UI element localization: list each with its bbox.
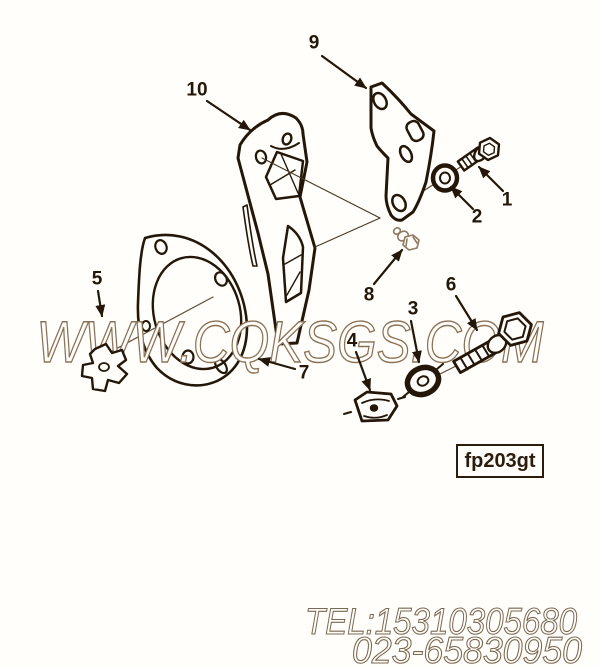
callout-8: 8	[363, 284, 375, 306]
callout-6: 6	[445, 274, 457, 296]
tel-line-2: 023-65830950	[352, 630, 582, 667]
callout-9: 9	[308, 32, 320, 54]
leader-line-lower	[314, 217, 381, 248]
arrow-10	[205, 99, 252, 132]
part-1-bolt	[456, 136, 501, 172]
callout-arrows	[95, 54, 505, 392]
part-6-bolt	[429, 311, 533, 380]
axis-line-gasket	[111, 296, 214, 352]
part-5-retainer	[80, 342, 129, 393]
part-10-lower-window	[281, 224, 305, 304]
callout-7: 7	[298, 362, 310, 384]
part-7-hole-oval	[214, 357, 228, 375]
callout-5: 5	[91, 268, 103, 290]
part-4-hole	[369, 404, 379, 412]
part-2-inner	[439, 171, 451, 185]
part-7-inner	[151, 255, 243, 371]
part-10-upper-hole	[254, 149, 268, 165]
part-8-plug	[392, 227, 420, 251]
part-1-head	[477, 136, 501, 162]
part-9-outline	[369, 81, 436, 222]
part-10-bracket	[236, 112, 317, 346]
part-8-hex-facet	[405, 236, 418, 247]
arrow-3	[409, 319, 422, 364]
arrow-6	[454, 294, 479, 332]
figure-code-box: fp203gt	[456, 444, 544, 478]
part-7-hole-bottom	[181, 349, 195, 365]
part-6-head-facet	[503, 317, 527, 341]
part-7-hole-left	[141, 320, 151, 332]
arrow-1	[477, 165, 505, 193]
figure-code-label: fp203gt	[464, 449, 536, 472]
arrow-4	[354, 350, 372, 392]
contact-text: TEL:15310305680 023-65830950	[304, 600, 582, 667]
arrow-8	[372, 248, 404, 286]
part-10-left-sliver	[242, 204, 258, 267]
part-7-hole-top	[154, 239, 168, 255]
part-7-gasket	[136, 233, 249, 387]
overlay-parts	[80, 54, 533, 423]
part-7-outer	[136, 233, 249, 387]
part-5-hub	[98, 362, 110, 372]
part-4-nut	[343, 390, 406, 423]
part-10-boss-arc	[270, 142, 300, 150]
part-3-washer	[402, 363, 444, 398]
callout-3: 3	[407, 298, 419, 320]
part-9-oval-hole	[398, 144, 414, 164]
part-10-upper-window	[264, 150, 305, 201]
arrow-2	[449, 185, 475, 211]
part-2-washer	[430, 163, 460, 193]
part-3-inner	[416, 375, 430, 387]
part-3-ticks	[402, 363, 444, 398]
part-6-threads	[460, 345, 491, 371]
part-7-hole-right	[213, 271, 229, 287]
part-4-chamfer	[361, 398, 390, 419]
part-10-boss-hole	[281, 132, 293, 146]
callout-2: 2	[471, 206, 483, 228]
base-drawing	[111, 81, 501, 387]
part-1-head-facet	[482, 142, 496, 157]
arrow-7	[257, 357, 297, 371]
part-2-outer	[430, 163, 460, 193]
part-4-ticks	[343, 396, 406, 415]
part-3-outer	[404, 364, 442, 398]
callout-10: 10	[186, 79, 208, 101]
part-9-bracket	[369, 81, 436, 222]
part-10-lower-window-fold	[284, 254, 302, 296]
part-9-slot	[405, 119, 425, 143]
arrow-5	[95, 289, 106, 318]
tel-line-1: TEL:15310305680	[305, 601, 577, 642]
leader-line-upper	[261, 157, 381, 219]
part-5-outline	[80, 342, 129, 393]
callout-1: 1	[501, 189, 513, 211]
callout-4: 4	[346, 330, 358, 352]
part-10-outline	[236, 112, 317, 346]
part-9-top-hole	[372, 91, 388, 111]
part-9-bottom-hole	[391, 193, 407, 213]
arrow-9	[320, 54, 368, 90]
